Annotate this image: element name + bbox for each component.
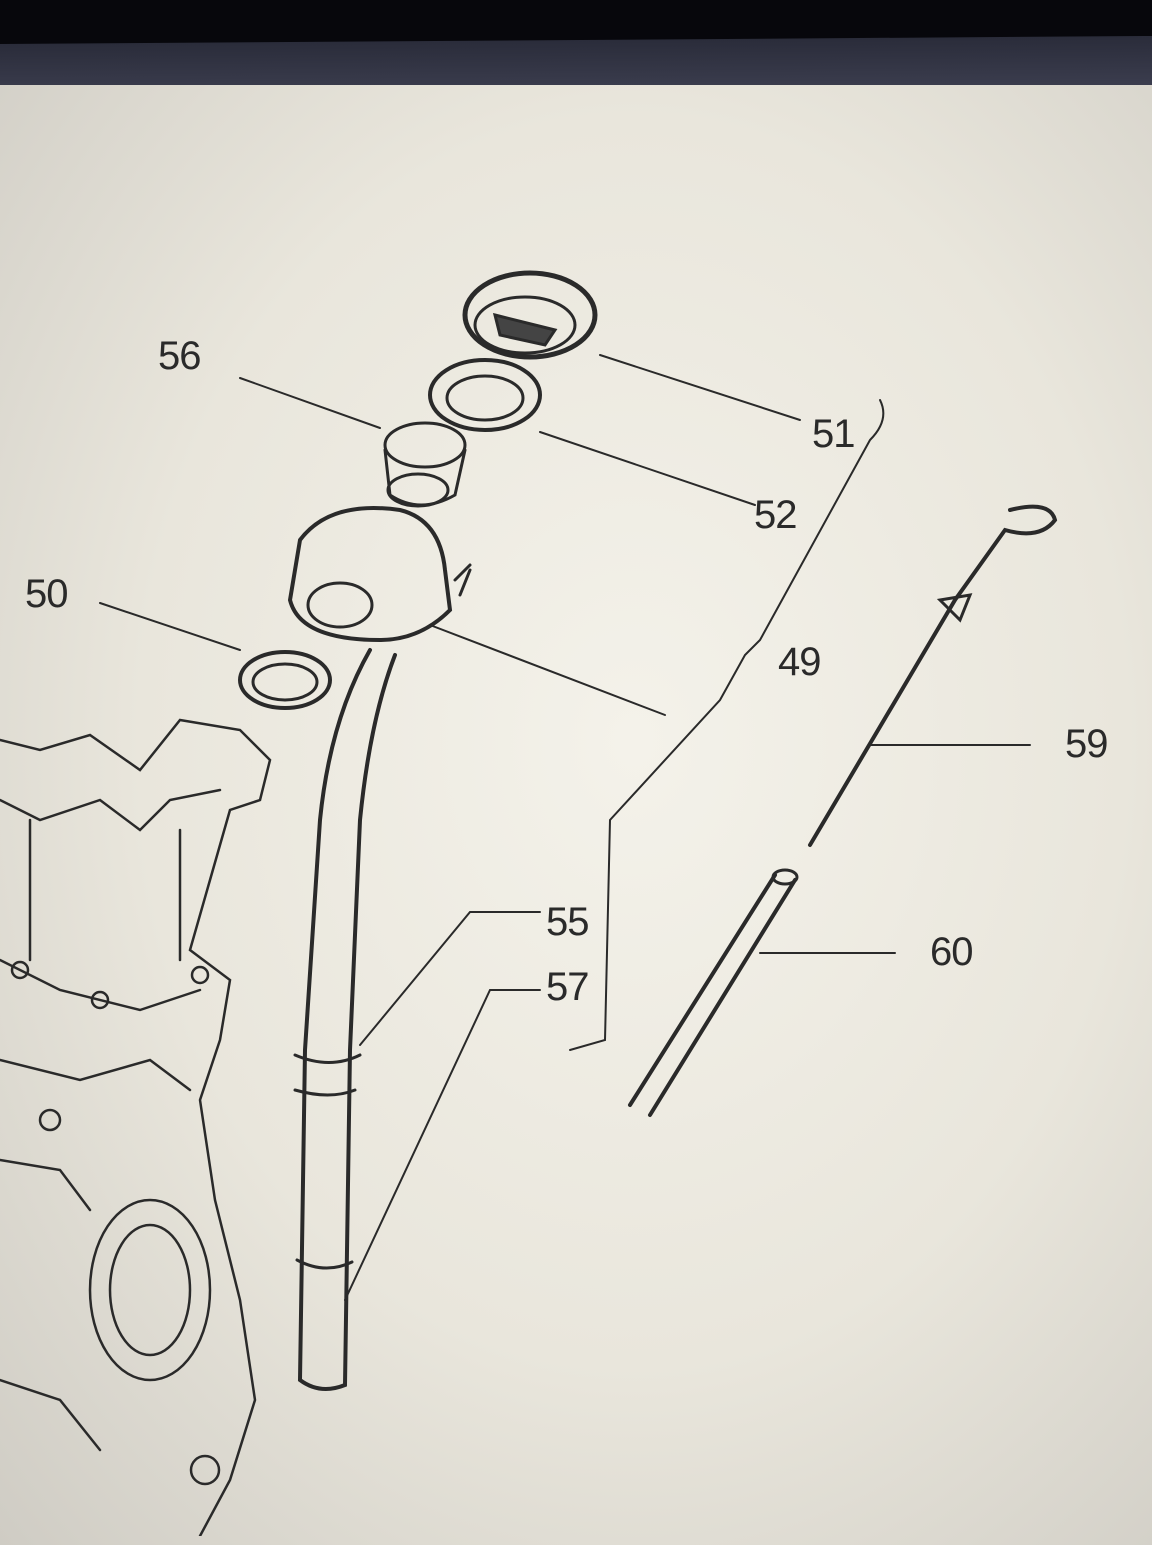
part-label-50: 50: [25, 572, 68, 616]
part-label-60: 60: [930, 930, 973, 974]
oil-filler-cap: [462, 270, 598, 360]
part-label-55: 55: [546, 900, 589, 944]
part-label-52: 52: [754, 493, 797, 537]
leader-lines: [99, 354, 1031, 1301]
dipstick: [808, 504, 1058, 847]
engine-block: [0, 718, 272, 1536]
part-label-59: 59: [1065, 722, 1108, 766]
part-label-51: 51: [812, 412, 855, 456]
guide-tube: [628, 868, 799, 1117]
filler-tube: [287, 506, 472, 1391]
seal-ring: [428, 358, 542, 432]
o-ring: [238, 650, 332, 710]
part-label-57: 57: [546, 965, 589, 1009]
threaded-adapter: [383, 421, 467, 508]
part-label-49: 49: [778, 640, 821, 684]
part-label-56: 56: [158, 334, 201, 378]
